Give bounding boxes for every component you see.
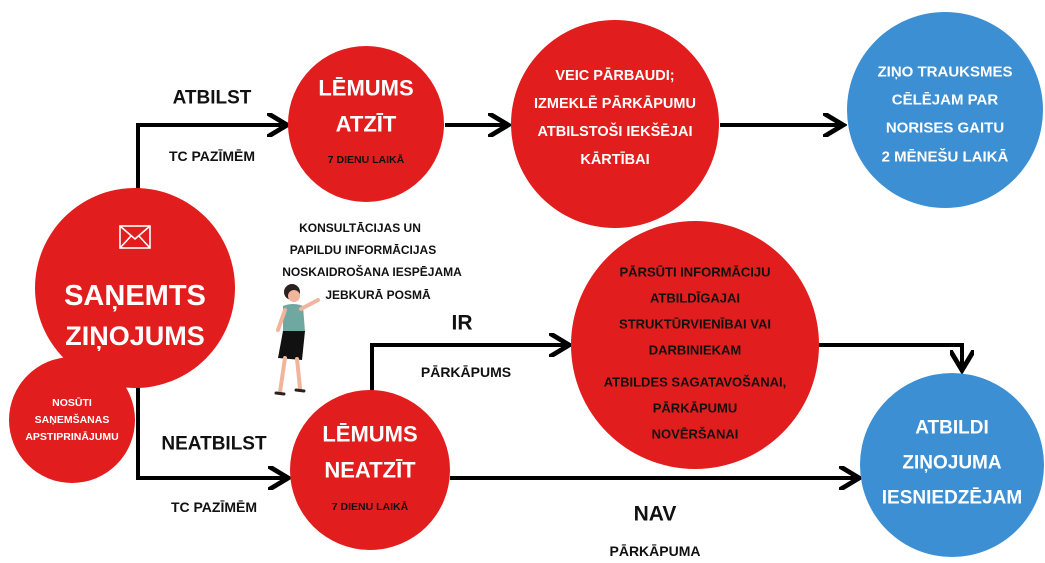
woman-illustration (274, 284, 320, 396)
node-reject-deadline: 7 DIENU LAIKĀ (332, 501, 409, 513)
edge-label-neatbilst: NEATBILST (161, 434, 267, 455)
node-investigate-line-4: KĀRTĪBAI (580, 151, 649, 168)
node-answer-line-3: IESNIEDZĒJAM (882, 488, 1022, 509)
note-line-2: PAPILDU INFORMĀCIJAS (290, 243, 436, 257)
edge-sublabel-atbilst: TC PAZĪMĒM (169, 148, 255, 164)
note-line-3: NOSKAIDROŠANA IESPĒJAMA (282, 264, 462, 279)
node-forward-line-3: STRUKTŪRVIENĪBAI VAI (619, 317, 771, 332)
node-investigate-line-2: IZMEKLĒ PĀRKĀPUMU (534, 95, 696, 112)
node-confirm-line-2: SAŅEMŠANAS (35, 413, 110, 426)
node-forward-line-5: ATBILDES SAGATAVOŠANAI, (604, 375, 786, 390)
node-accept-deadline: 7 DIENU LAIKĀ (328, 154, 405, 166)
node-decision-reject: LĒMUMS NEATZĪT 7 DIENU LAIKĀ (290, 390, 450, 550)
edge-label-atbilst: ATBILST (173, 88, 252, 109)
node-forward-line-7: NOVĒRŠANAI (652, 427, 739, 442)
node-answer-line-2: ZIŅOJUMA (902, 453, 1002, 474)
node-report-line-3: NORISES GAITU (886, 120, 1004, 137)
node-investigate-line-3: ATBILSTOŠI IEKŠĒJAI (538, 122, 693, 140)
edge-label-ir: IR (452, 312, 473, 335)
edge-sublabel-nav: PĀRKĀPUMA (610, 543, 701, 559)
node-answer-line-1: ATBILDI (915, 418, 989, 439)
node-answer-submitter: ATBILDI ZIŅOJUMA IESNIEDZĒJAM (860, 373, 1044, 557)
edge-atbilst (136, 125, 284, 192)
node-forward-line-6: PĀRKĀPUMU (653, 401, 738, 416)
node-report-line-2: CĒLĒJAM PAR (892, 92, 999, 109)
node-confirm-line-3: APSTIPRINĀJUMU (25, 431, 118, 443)
edge-sublabel-neatbilst: TC PAZĪMĒM (171, 499, 257, 515)
edge-ir (370, 345, 566, 392)
node-report-line-4: 2 MĒNEŠU LAIKĀ (882, 148, 1009, 166)
node-reject-line-2: NEATZĪT (324, 458, 416, 483)
node-forward-line-4: DARBINIEKAM (649, 343, 741, 358)
node-forward-line-1: PĀRSŪTI INFORMĀCIJU (620, 265, 771, 280)
node-forward-information: PĀRSŪTI INFORMĀCIJU ATBILDĪGAJAI STRUKTŪ… (571, 221, 819, 469)
node-accept-line-2: ATZĪT (336, 112, 397, 137)
note-line-1: KONSULTĀCIJAS UN (299, 221, 421, 235)
note-line-4: JEBKURĀ POSMĀ (325, 288, 431, 302)
edge-forward-to-answer (818, 343, 962, 367)
envelope-icon (119, 225, 151, 249)
node-received: SAŅEMTS ZIŅOJUMS (35, 188, 235, 388)
node-confirm-line-1: NOSŪTI (52, 397, 92, 409)
node-investigate-line-1: VEIC PĀRBAUDI; (555, 67, 674, 84)
edge-sublabel-ir: PĀRKĀPUMS (421, 364, 511, 380)
node-report-line-1: ZIŅO TRAUKSMES (878, 64, 1013, 81)
node-report-progress: ZIŅO TRAUKSMES CĒLĒJAM PAR NORISES GAITU… (847, 12, 1043, 208)
node-reject-line-1: LĒMUMS (322, 422, 417, 447)
node-received-line-2: ZIŅOJUMS (65, 321, 205, 351)
node-received-line-1: SAŅEMTS (64, 280, 206, 312)
node-investigate: VEIC PĀRBAUDI; IZMEKLĒ PĀRKĀPUMU ATBILST… (511, 20, 719, 228)
node-forward-line-2: ATBILDĪGAJAI (650, 291, 740, 306)
edge-label-nav: NAV (634, 503, 677, 526)
node-send-confirmation: NOSŪTI SAŅEMŠANAS APSTIPRINĀJUMU (9, 357, 135, 483)
consultation-note: KONSULTĀCIJAS UN PAPILDU INFORMĀCIJAS NO… (282, 221, 462, 302)
node-accept-line-1: LĒMUMS (318, 76, 413, 101)
edge-neatbilst (136, 385, 285, 478)
node-decision-accept: LĒMUMS ATZĪT 7 DIENU LAIKĀ (288, 46, 444, 202)
